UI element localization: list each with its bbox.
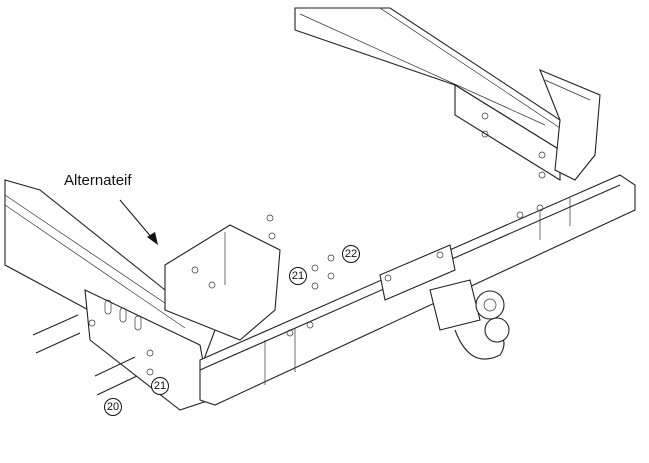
left-chassis-rail xyxy=(4,179,216,411)
alternative-label: Alternateif xyxy=(64,172,132,189)
center-bracket xyxy=(379,244,456,301)
callout-20: 20 xyxy=(104,398,122,416)
nuts-washers xyxy=(88,112,546,376)
bolts xyxy=(32,314,138,396)
arrow-icon xyxy=(119,199,158,245)
right-chassis-rail xyxy=(294,7,601,181)
callout-22: 22 xyxy=(342,245,360,263)
callout-21-top: 21 xyxy=(289,267,307,285)
callout-21-bottom: 21 xyxy=(151,377,169,395)
alternative-bracket xyxy=(164,224,281,341)
tow-ball xyxy=(429,279,510,360)
